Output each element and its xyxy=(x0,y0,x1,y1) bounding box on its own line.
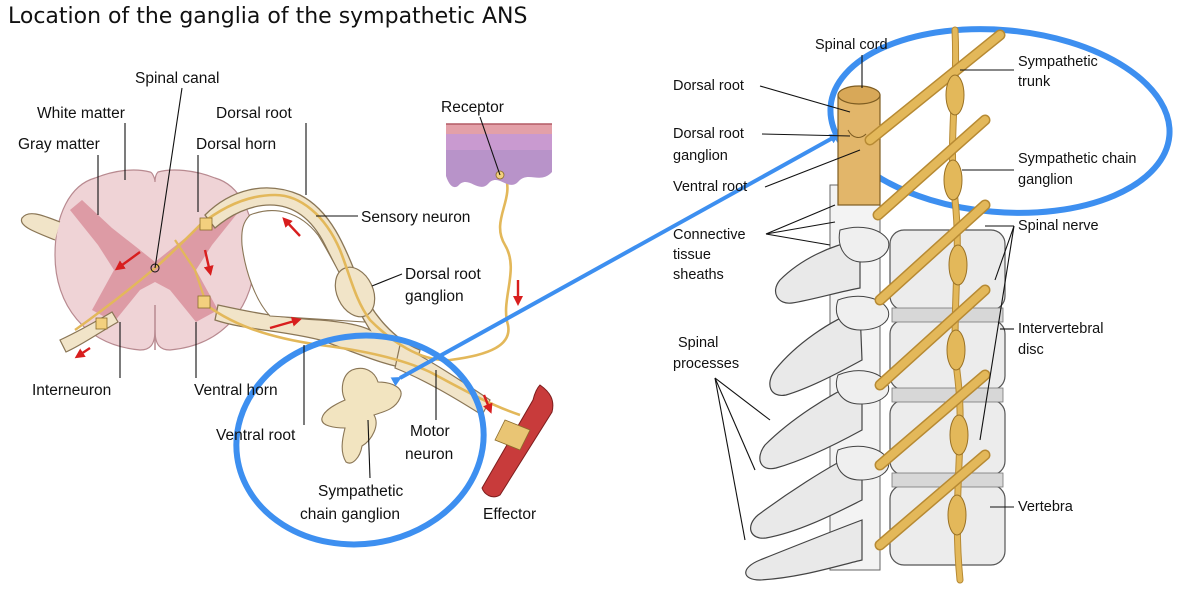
label-spinal-processes-1: Spinal xyxy=(678,335,718,351)
label-dorsal-root-right: Dorsal root xyxy=(673,78,744,94)
label-spinal-nerve: Spinal nerve xyxy=(1018,218,1099,234)
label-connective-tissue-2: tissue xyxy=(673,247,711,263)
label-white-matter: White matter xyxy=(37,105,125,122)
label-receptor: Receptor xyxy=(441,99,504,116)
label-intervertebral-disc-1: Intervertebral xyxy=(1018,321,1103,337)
label-motor-neuron-1: Motor xyxy=(410,423,450,440)
spinal-cord-cross-section xyxy=(20,169,256,353)
highlight-left-ellipse xyxy=(233,332,487,548)
label-sympathetic-chain-ganglion-right-2: ganglion xyxy=(1018,172,1073,188)
page-title: Location of the ganglia of the sympathet… xyxy=(8,4,528,29)
connector-arrow xyxy=(390,133,840,387)
label-spinal-cord: Spinal cord xyxy=(815,37,888,53)
label-motor-neuron-2: neuron xyxy=(405,446,453,463)
label-sympathetic-chain-ganglion-1: Sympathetic xyxy=(318,483,404,500)
label-sympathetic-trunk-2: trunk xyxy=(1018,74,1051,90)
receptor-skin xyxy=(446,123,552,188)
effector-muscle xyxy=(481,384,554,498)
label-effector: Effector xyxy=(483,506,536,523)
label-sensory-neuron: Sensory neuron xyxy=(361,209,470,226)
label-spinal-canal: Spinal canal xyxy=(135,70,219,87)
label-dorsal-root-ganglion-right-1: Dorsal root xyxy=(673,126,744,142)
label-sympathetic-chain-ganglion-right-1: Sympathetic chain xyxy=(1018,151,1136,167)
label-dorsal-horn: Dorsal horn xyxy=(196,136,276,153)
sympathetic-trunk-and-nerves xyxy=(864,26,1006,584)
spinal-cord-stump xyxy=(837,85,881,206)
label-dorsal-root-left: Dorsal root xyxy=(216,105,292,122)
label-intervertebral-disc-2: disc xyxy=(1018,342,1044,358)
gray-matter-shape xyxy=(70,200,240,322)
label-connective-tissue-3: sheaths xyxy=(673,267,724,283)
left-sympathetic-ganglion xyxy=(321,367,402,464)
label-dorsal-root-ganglion-right-2: ganglion xyxy=(673,148,728,164)
label-dorsal-root-ganglion-2: ganglion xyxy=(405,288,464,305)
label-interneuron: Interneuron xyxy=(32,382,111,399)
label-sympathetic-chain-ganglion-2: chain ganglion xyxy=(300,506,400,523)
right-labels: Spinal cord Sympathetic trunk Dorsal roo… xyxy=(673,37,1136,541)
label-connective-tissue-1: Connective xyxy=(673,227,746,243)
label-ventral-horn: Ventral horn xyxy=(194,382,278,399)
label-vertebra: Vertebra xyxy=(1018,499,1074,515)
label-dorsal-root-ganglion-1: Dorsal root xyxy=(405,266,481,283)
label-ventral-root-right: Ventral root xyxy=(673,179,747,195)
flow-arrows xyxy=(74,217,523,414)
label-gray-matter: Gray matter xyxy=(18,136,100,153)
label-spinal-processes-2: processes xyxy=(673,356,739,372)
left-labels: Spinal canal White matter Dorsal root Gr… xyxy=(18,70,536,523)
label-sympathetic-trunk-1: Sympathetic xyxy=(1018,54,1098,70)
label-ventral-root: Ventral root xyxy=(216,427,296,444)
